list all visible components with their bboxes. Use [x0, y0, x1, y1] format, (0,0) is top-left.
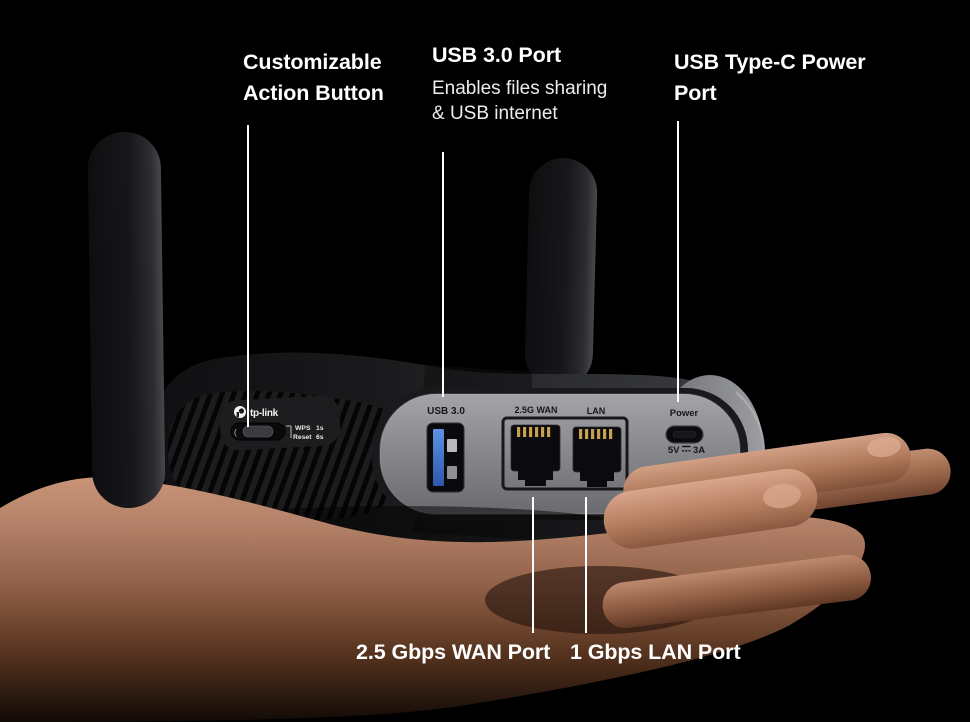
lan-port-label: LAN — [587, 406, 606, 416]
svg-text:(: ( — [234, 428, 237, 437]
switch-reset-label: Reset — [293, 434, 312, 441]
power-port-label: Power — [670, 408, 699, 419]
index-finger — [603, 468, 818, 549]
callout-usb-desc2: & USB internet — [432, 103, 558, 124]
callout-lan-label: 1 Gbps LAN Port — [570, 640, 741, 664]
usb-port-label: USB 3.0 — [427, 406, 465, 417]
callout-wan-port: 2.5 Gbps WAN Port — [356, 637, 550, 668]
callout-power-port: USB Type-C Power Port — [674, 47, 866, 109]
usb-c-port — [665, 425, 704, 444]
lan-port — [572, 426, 622, 487]
callout-usb-desc1: Enables files sharing — [432, 78, 608, 99]
dc-symbol-icon — [682, 445, 691, 452]
action-switch: ( — [230, 422, 286, 441]
middle-fingernail — [867, 436, 901, 458]
hand — [0, 432, 951, 722]
pinhole — [303, 446, 309, 452]
switch-bracket — [286, 425, 292, 438]
callout-power-line1: USB Type-C Power — [674, 50, 866, 74]
power-spec-amps: 3A — [693, 445, 705, 456]
callout-power-line2: Port — [674, 81, 717, 105]
wan-port — [510, 424, 561, 486]
wan-port-label: 2.5G WAN — [514, 405, 557, 415]
front-antenna — [87, 132, 166, 508]
usb3-port — [426, 422, 465, 493]
callout-action-line1: Customizable — [243, 50, 382, 74]
index-fingernail — [763, 483, 801, 509]
callout-usb-title: USB 3.0 Port — [432, 43, 562, 67]
brand-text: tp-link — [250, 408, 279, 419]
callout-lan-port: 1 Gbps LAN Port — [570, 637, 741, 668]
switch-wps-time: 1s — [316, 425, 324, 432]
tp-link-logo-icon — [234, 406, 246, 418]
power-spec-volts: 5V — [668, 445, 680, 456]
pinky-finger — [602, 554, 871, 629]
callout-action-button: Customizable Action Button — [243, 47, 384, 109]
callout-action-line2: Action Button — [243, 81, 384, 105]
ethernet-group-outline — [501, 416, 629, 491]
callout-usb-port: USB 3.0 Port Enables files sharing & USB… — [432, 40, 607, 126]
switch-reset-time: 6s — [316, 434, 324, 441]
switch-wps-label: WPS — [295, 425, 311, 432]
leader-lines — [247, 121, 679, 633]
callout-wan-label: 2.5 Gbps WAN Port — [356, 640, 551, 664]
rear-antenna — [524, 158, 598, 388]
